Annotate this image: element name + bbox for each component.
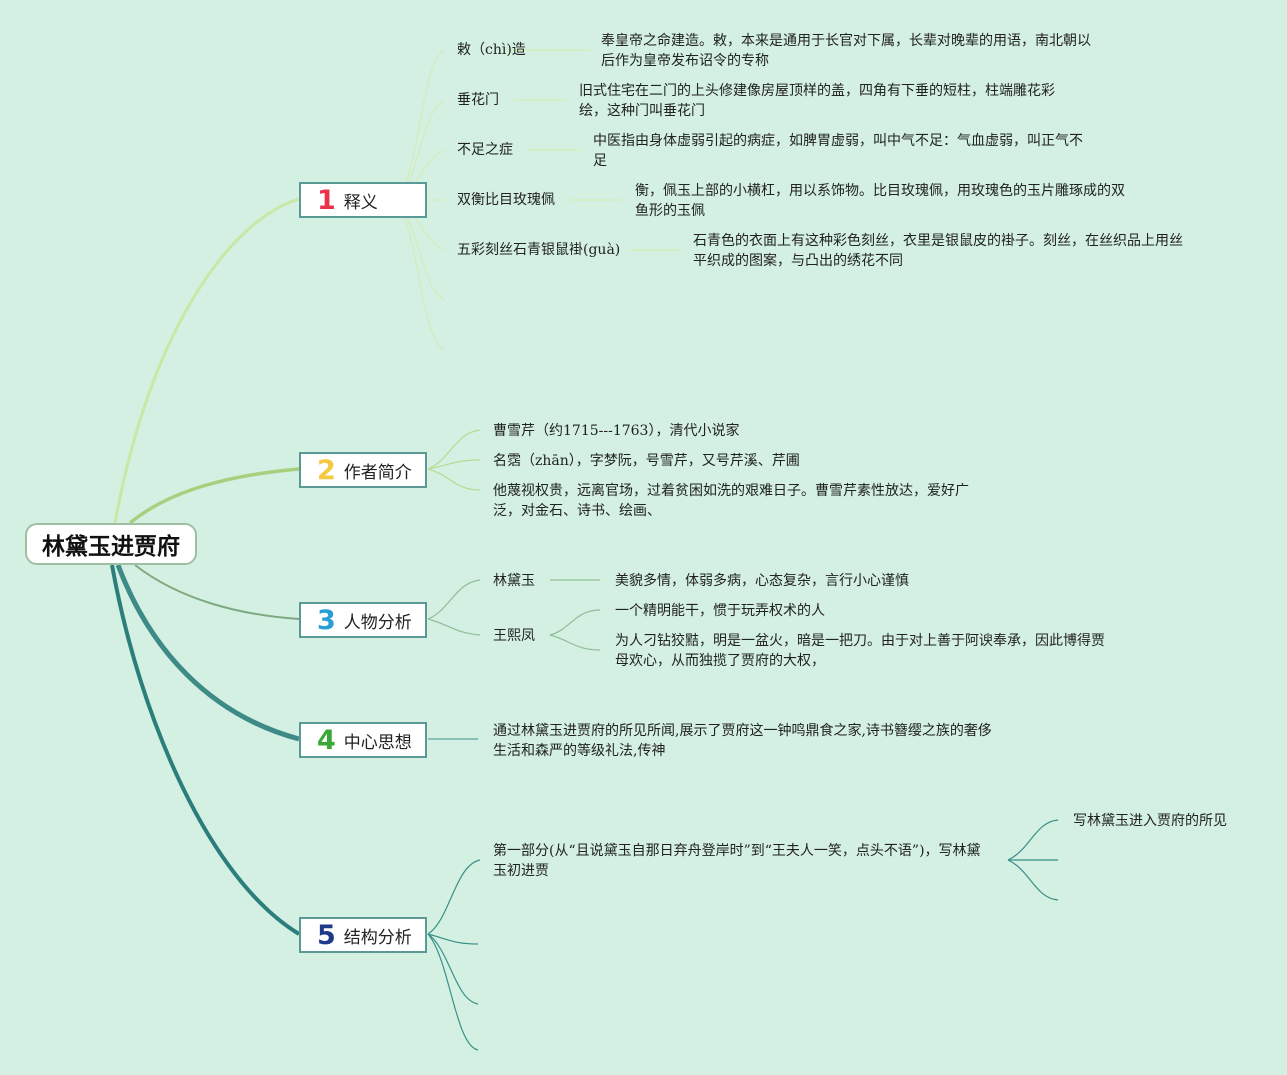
gloss-desc[interactable]: 奉皇帝之命建造。敕，本来是通用于长官对下属，长辈对晚辈的用语，南北朝以后作为皇帝… (601, 33, 1091, 69)
structure-part-1-sub[interactable]: 写林黛玉进入贾府的所见 (1073, 813, 1227, 829)
branch-label: 人物分析 (343, 612, 412, 633)
branch-5-structure[interactable]: 5 结构分析 (299, 917, 427, 953)
character-wang-name[interactable]: 王熙凤 (493, 628, 535, 644)
branch-3-characters[interactable]: 3 人物分析 (299, 602, 427, 638)
gloss-desc[interactable]: 石青色的衣面上有这种彩色刻丝，衣里是银鼠皮的褂子。刻丝，在丝织品上用丝平织成的图… (693, 233, 1183, 269)
number-4-icon: 4 (317, 724, 336, 756)
gloss-term[interactable]: 五彩刻丝石青银鼠褂(guà) (457, 242, 621, 258)
gloss-term[interactable]: 双衡比目玫瑰佩 (457, 192, 555, 208)
branch-4-theme[interactable]: 4 中心思想 (299, 722, 427, 758)
author-item[interactable]: 他蔑视权贵，远离官场，过着贫困如洗的艰难日子。曹雪芹素性放达，爱好广泛，对金石、… (493, 483, 969, 519)
root-topic[interactable]: 林黛玉进贾府 (25, 523, 197, 565)
gloss-desc[interactable]: 旧式住宅在二门的上头修建像房屋顶样的盖，四角有下垂的短柱，柱端雕花彩绘，这种门叫… (579, 83, 1055, 119)
number-1-icon: 1 (317, 184, 336, 216)
branch-label: 作者简介 (343, 462, 412, 483)
gloss-desc[interactable]: 中医指由身体虚弱引起的病症，如脾胃虚弱，叫中气不足：气血虚弱，叫正气不足 (593, 133, 1083, 169)
structure-part-1[interactable]: 第一部分(从“且说黛玉自那日弃舟登岸时”到“王夫人一笑，点头不语”)，写林黛玉初… (493, 843, 981, 879)
gloss-term[interactable]: 不足之症 (457, 142, 513, 158)
character-lin-desc[interactable]: 美貌多情，体弱多病，心态复杂，言行小心谨慎 (615, 573, 909, 589)
character-lin-name[interactable]: 林黛玉 (493, 573, 535, 589)
character-wang-desc-1[interactable]: 一个精明能干，惯于玩弄权术的人 (615, 603, 825, 619)
branch-label: 释义 (343, 192, 378, 213)
gloss-desc[interactable]: 衡，佩玉上部的小横杠，用以系饰物。比目玫瑰佩，用玫瑰色的玉片雕琢成的双鱼形的玉佩 (635, 183, 1125, 219)
author-item[interactable]: 名霑（zhān），字梦阮，号雪芹，又号芹溪、芹圃 (493, 453, 800, 469)
gloss-term[interactable]: 垂花门 (457, 92, 499, 108)
character-wang-desc-2[interactable]: 为人刁钻狡黠，明是一盆火，暗是一把刀。由于对上善于阿谀奉承，因此博得贾母欢心，从… (615, 633, 1105, 669)
branch-label: 结构分析 (343, 927, 412, 948)
root-title: 林黛玉进贾府 (42, 534, 180, 560)
number-2-icon: 2 (317, 454, 336, 486)
number-5-icon: 5 (317, 919, 336, 951)
branch-label: 中心思想 (343, 732, 412, 753)
branch-2-author[interactable]: 2 作者简介 (299, 452, 427, 488)
theme-text[interactable]: 通过林黛玉进贾府的所见所闻,展示了贾府这一钟鸣鼎食之家,诗书簪缨之族的奢侈生活和… (493, 723, 992, 759)
branch-1-glossary[interactable]: 1 释义 (299, 182, 427, 218)
author-item[interactable]: 曹雪芹（约1715---1763），清代小说家 (493, 423, 740, 439)
number-3-icon: 3 (317, 604, 336, 636)
gloss-term[interactable]: 敕（chì)造 (457, 42, 526, 58)
